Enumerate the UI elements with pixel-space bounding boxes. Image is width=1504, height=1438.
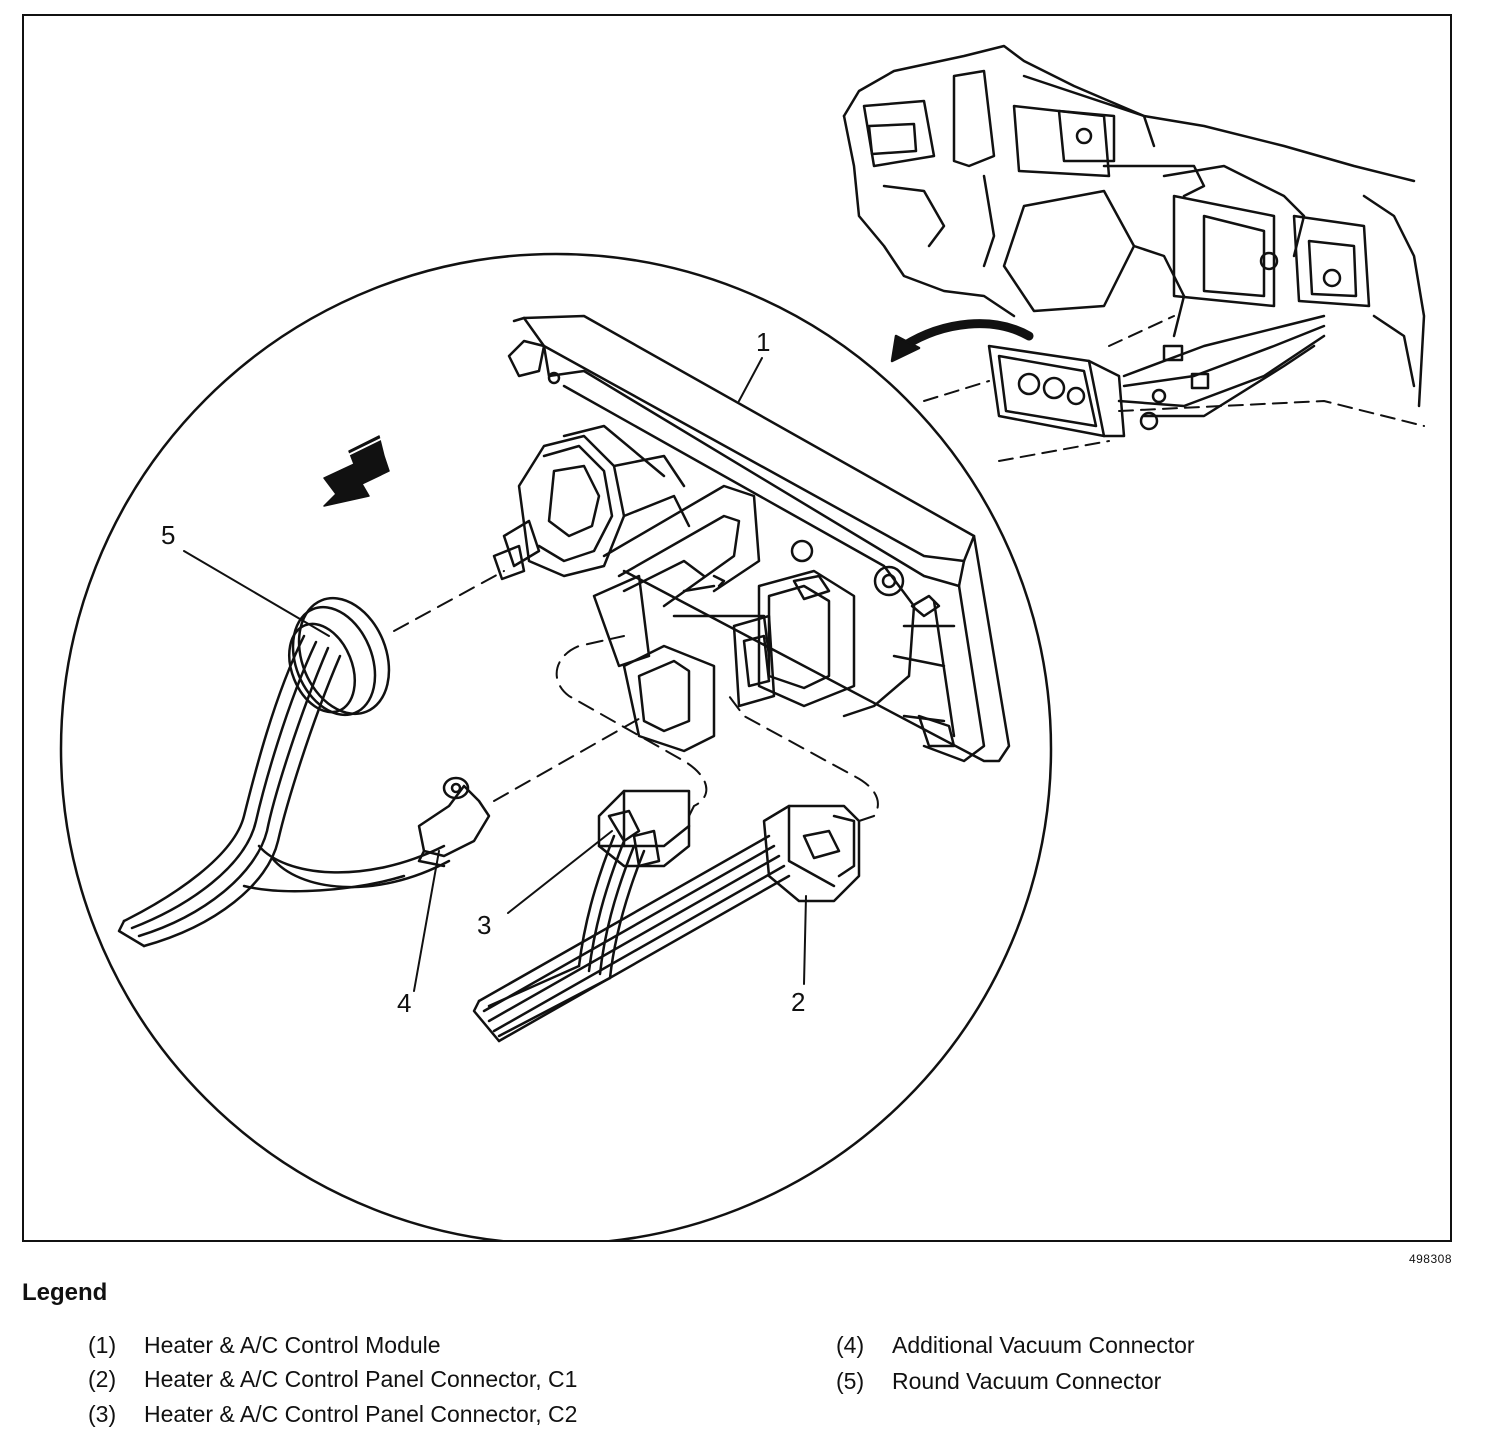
callout-5: 5 — [161, 520, 175, 550]
additional-vacuum-connector — [417, 776, 491, 868]
legend-item-2: (2) Heater & A/C Control Panel Connector,… — [88, 1366, 577, 1393]
detail-circle — [59, 252, 1053, 1240]
callout-2: 2 — [791, 987, 805, 1017]
callout-4: 4 — [397, 988, 411, 1018]
round-vacuum-connector — [117, 596, 451, 948]
alignment-lines — [393, 570, 879, 822]
diagram-figure: 1 2 3 4 5 — [22, 14, 1452, 1242]
legend-num: (2) — [88, 1366, 117, 1392]
legend-text: Round Vacuum Connector — [892, 1368, 1162, 1394]
legend-num: (3) — [88, 1401, 117, 1427]
exploded-view-drawing: 1 2 3 4 5 — [59, 44, 1426, 1240]
figure-id: 498308 — [1408, 1252, 1452, 1266]
legend-text: Additional Vacuum Connector — [892, 1332, 1195, 1358]
legend-text: Heater & A/C Control Panel Connector, C1 — [144, 1366, 578, 1392]
legend-text: Heater & A/C Control Panel Connector, C2 — [144, 1401, 578, 1427]
callout-1: 1 — [756, 327, 770, 357]
c1-connector — [472, 804, 861, 1043]
legend-num: (4) — [836, 1332, 865, 1358]
legend-item-1: (1) Heater & A/C Control Module — [88, 1332, 441, 1359]
legend-item-5: (5) Round Vacuum Connector — [836, 1368, 1161, 1395]
legend-text: Heater & A/C Control Module — [144, 1332, 441, 1358]
instrument-panel-inset — [842, 44, 1426, 438]
legend-item-4: (4) Additional Vacuum Connector — [836, 1332, 1195, 1359]
legend-item-3: (3) Heater & A/C Control Panel Connector,… — [88, 1401, 577, 1428]
control-module — [492, 314, 1011, 763]
leader-lines — [183, 357, 807, 992]
removal-arrow-detail — [323, 435, 390, 507]
c2-connector — [577, 789, 691, 980]
removal-arrow-inset — [899, 319, 1034, 351]
legend-num: (5) — [836, 1368, 865, 1394]
legend-title: Legend — [22, 1279, 108, 1306]
callout-3: 3 — [477, 910, 491, 940]
legend-num: (1) — [88, 1332, 117, 1358]
